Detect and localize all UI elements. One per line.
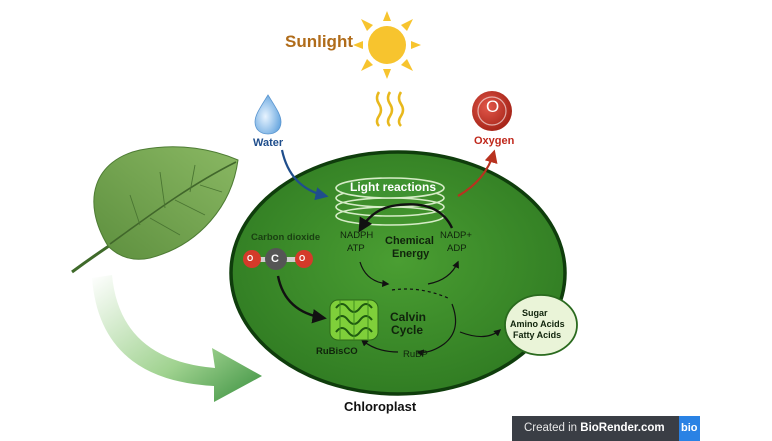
- oxygen-atom-icon: [472, 91, 512, 131]
- biorender-logo-icon[interactable]: bio: [679, 416, 700, 441]
- adp-label: ADP: [447, 243, 467, 254]
- badge-brand: BioRender.com: [580, 422, 665, 434]
- chloroplast-label: Chloroplast: [344, 399, 417, 414]
- badge-prefix: Created in: [524, 422, 578, 434]
- calvin-cycle-label-2: Cycle: [391, 323, 424, 337]
- water-arrow: [280, 149, 329, 201]
- chloroplast-body: [229, 150, 567, 396]
- rubp-to-rubisco-arrow: [360, 339, 399, 353]
- carbon-dioxide-label: Carbon dioxide: [251, 232, 321, 243]
- water-label: Water: [253, 137, 284, 149]
- light-reactions-label: Light reactions: [350, 180, 437, 194]
- chemical-energy-label: Chemical: [385, 235, 434, 247]
- leaf-icon: [71, 146, 239, 274]
- sunlight-rays: [375, 91, 405, 127]
- sunlight-label: Sunlight: [285, 32, 353, 51]
- oxygen-label: Oxygen: [474, 135, 515, 147]
- oxygen-symbol: O: [486, 97, 500, 116]
- nadp-label: NADP+: [440, 230, 472, 241]
- atp-label: ATP: [347, 243, 365, 254]
- co2-to-rubisco-arrow: [276, 275, 327, 324]
- leaf-to-chloroplast-arrow: [92, 275, 262, 402]
- sun-icon: [353, 11, 421, 79]
- co2-oxygen-left: O: [247, 254, 254, 263]
- biorender-badge[interactable]: Created in BioRender.com: [512, 416, 700, 441]
- nadph-label: NADPH: [340, 230, 374, 241]
- co2-carbon: C: [271, 253, 279, 265]
- co2-oxygen-right: O: [299, 254, 306, 263]
- rubp-label: RuBP: [403, 349, 428, 360]
- output-sugar: Sugar: [522, 308, 548, 318]
- calvin-cycle-label: Calvin: [390, 310, 427, 324]
- calvin-cycle-right: [416, 303, 457, 357]
- products-circle: [504, 294, 578, 356]
- thylakoid-stack: [335, 177, 445, 226]
- energy-return-arrow: [358, 203, 454, 233]
- chemical-energy-label-2: Energy: [392, 248, 430, 260]
- output-fatty-acids: Fatty Acids: [513, 330, 562, 340]
- calvin-to-products-arrow: [459, 329, 502, 338]
- co2-molecule-icon: [243, 248, 313, 270]
- oxygen-arrow: [457, 149, 498, 197]
- rubisco-label: RuBisCO: [316, 346, 358, 357]
- badge-text: Created in BioRender.com: [524, 422, 665, 434]
- output-amino-acids: Amino Acids: [510, 319, 565, 329]
- calvin-to-energy-arrow: [427, 260, 459, 285]
- badge-logo-text: bio: [681, 422, 698, 434]
- water-drop-icon: [254, 94, 282, 135]
- rubisco-enzyme-icon: [329, 299, 379, 341]
- energy-to-calvin-arrow: [359, 261, 390, 288]
